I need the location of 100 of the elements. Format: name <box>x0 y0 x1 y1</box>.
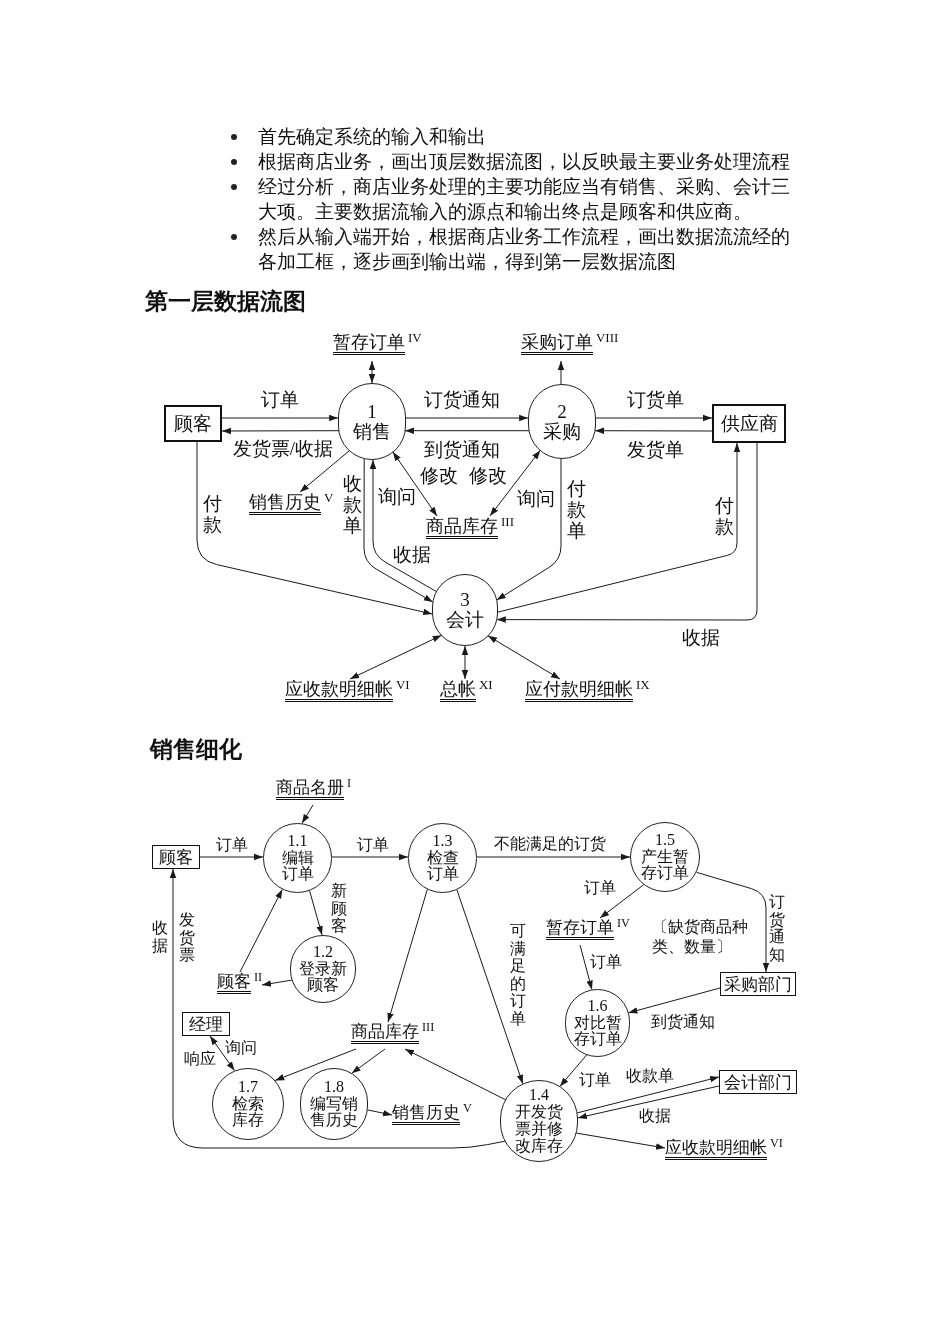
edge-label: 发货票/收据 <box>232 438 334 460</box>
process-number: 1.3 <box>432 832 453 850</box>
process-number: 1.8 <box>324 1078 344 1096</box>
arrow <box>309 890 323 936</box>
data-store: 商品库存$^{III}$ <box>426 516 514 545</box>
edge-label: 收款单 <box>626 1067 674 1085</box>
data-store: 采购订单$^{VIII}$ <box>521 332 619 361</box>
process-number: 1.4 <box>529 1087 549 1104</box>
double-arrow <box>487 635 561 680</box>
edge-label: 订单 <box>357 836 389 854</box>
process-number: 1 <box>367 401 377 422</box>
arrow <box>559 1054 588 1087</box>
process-number: 1.2 <box>313 943 333 960</box>
arrow <box>476 853 631 861</box>
data-store: 销售历史$^{V}$ <box>249 492 334 521</box>
data-store: 应付款明细帐$^{IX}$ <box>525 679 650 708</box>
process-number: 1.6 <box>587 997 608 1015</box>
edge-label: 订单 <box>590 953 622 971</box>
edge-label: 修改 <box>469 465 507 487</box>
edge-label: 询问 <box>225 1039 257 1057</box>
arrow <box>367 1109 393 1117</box>
edge-label: 可满足的订单 <box>510 922 526 1028</box>
arrow <box>577 1085 720 1120</box>
entity-box: 顾客 <box>164 405 222 442</box>
process-name: 编辑订单 <box>281 849 314 884</box>
entity-box: 经理 <box>182 1012 230 1036</box>
process-name: 检索库存 <box>232 1095 264 1130</box>
arrow <box>456 889 524 1085</box>
edge-label: 订单 <box>584 879 616 897</box>
arrow <box>169 868 506 1149</box>
flow-label: 询问 <box>517 488 555 510</box>
process-number: 2 <box>557 401 567 422</box>
process-number: 1.7 <box>238 1078 258 1095</box>
arrow <box>196 441 433 616</box>
process-name: 检查订单 <box>426 849 459 884</box>
bullet-text: 然后从输入端开始，根据商店业务工作流程，画出数据流流经的各加工框，逐步画到输出端，得到第一层数据流图 <box>258 225 791 274</box>
edge-label: 新顾客 <box>331 881 347 935</box>
section-heading: 第一层数据流图 <box>145 288 306 316</box>
edge-label: 收据 <box>393 544 431 566</box>
arrow <box>221 414 339 422</box>
arrow <box>599 884 645 919</box>
data-store: 顾客$^{II}$ <box>217 972 263 1000</box>
double-arrow <box>349 634 442 680</box>
process-number: 1.5 <box>655 831 675 848</box>
arrow <box>404 427 530 434</box>
edge-label: 订货通知 <box>769 892 785 964</box>
edge-label: 发货票 <box>179 910 195 964</box>
double-arrow <box>209 1035 235 1072</box>
arrow <box>557 360 565 385</box>
process-name: 采购 <box>543 421 581 442</box>
arrow <box>594 427 713 434</box>
process-name: 登录新顾客 <box>299 960 347 995</box>
edge-label: 订货单 <box>626 389 684 411</box>
edge-label: 到货通知 <box>651 1013 715 1031</box>
bullet-text: 根据商店业务，画出顶层数据流图，以反映最主要业务处理流程 <box>258 150 791 174</box>
double-arrow <box>368 360 376 384</box>
arrow <box>351 1048 386 1074</box>
double-arrow <box>461 645 469 680</box>
arrow <box>274 1048 357 1081</box>
arrow <box>405 414 529 422</box>
process-name: 会计 <box>446 610 484 630</box>
arrow <box>199 853 264 861</box>
arrow <box>299 450 351 493</box>
arrow <box>221 427 340 435</box>
process-name: 编写销售历史 <box>310 1095 358 1130</box>
arrow <box>239 888 283 973</box>
flow-label: 响应 <box>184 1050 216 1068</box>
edge-label: 修改 <box>420 465 458 487</box>
process-name: 开发货票并修改库存 <box>515 1104 563 1155</box>
edge-label: 收据 <box>639 1107 671 1125</box>
process-name: 销售 <box>353 421 391 442</box>
flow-label: 收据 <box>152 919 168 955</box>
edge-label: 订单 <box>579 1071 611 1089</box>
arrow <box>696 871 770 973</box>
arrow <box>369 459 438 593</box>
arrow <box>628 987 721 1014</box>
flow-label: 询问 <box>378 486 416 508</box>
process-number: 1.1 <box>287 832 308 850</box>
edge-label: 订单 <box>261 389 299 411</box>
arrow <box>496 458 562 601</box>
edge-label: 付款单 <box>566 478 586 542</box>
arrow <box>576 1076 720 1114</box>
double-arrow <box>489 449 541 517</box>
edge-label: 订单 <box>216 836 248 854</box>
data-store: 应收款明细帐$^{VI}$ <box>665 1138 783 1166</box>
arrow <box>387 888 428 1023</box>
data-store: 应收款明细帐$^{VI}$ <box>285 679 410 708</box>
data-store: 销售历史$^{V}$ <box>392 1103 472 1131</box>
arrow <box>331 853 409 861</box>
edge-label: 不能满足的订货 <box>494 835 606 853</box>
process-number: 3 <box>460 590 470 610</box>
process-name: 产生暂存订单 <box>641 848 689 883</box>
edge-label: 收据 <box>682 627 720 649</box>
store-note: 〔缺货商品种类、数量〕 <box>652 917 749 957</box>
edge-label: 到货通知 <box>424 439 500 461</box>
edge-label: 付款 <box>714 496 734 538</box>
data-store: 商品库存$^{III}$ <box>351 1022 435 1050</box>
bullet-text: 经过分析，商店业务处理的主要功能应当有销售、采购、会计三大项。主要数据流输入的源点和输出终点是顾客和供应商。 <box>258 175 791 224</box>
arrow <box>261 979 293 987</box>
data-store: 商品名册$^{I}$ <box>276 778 352 806</box>
